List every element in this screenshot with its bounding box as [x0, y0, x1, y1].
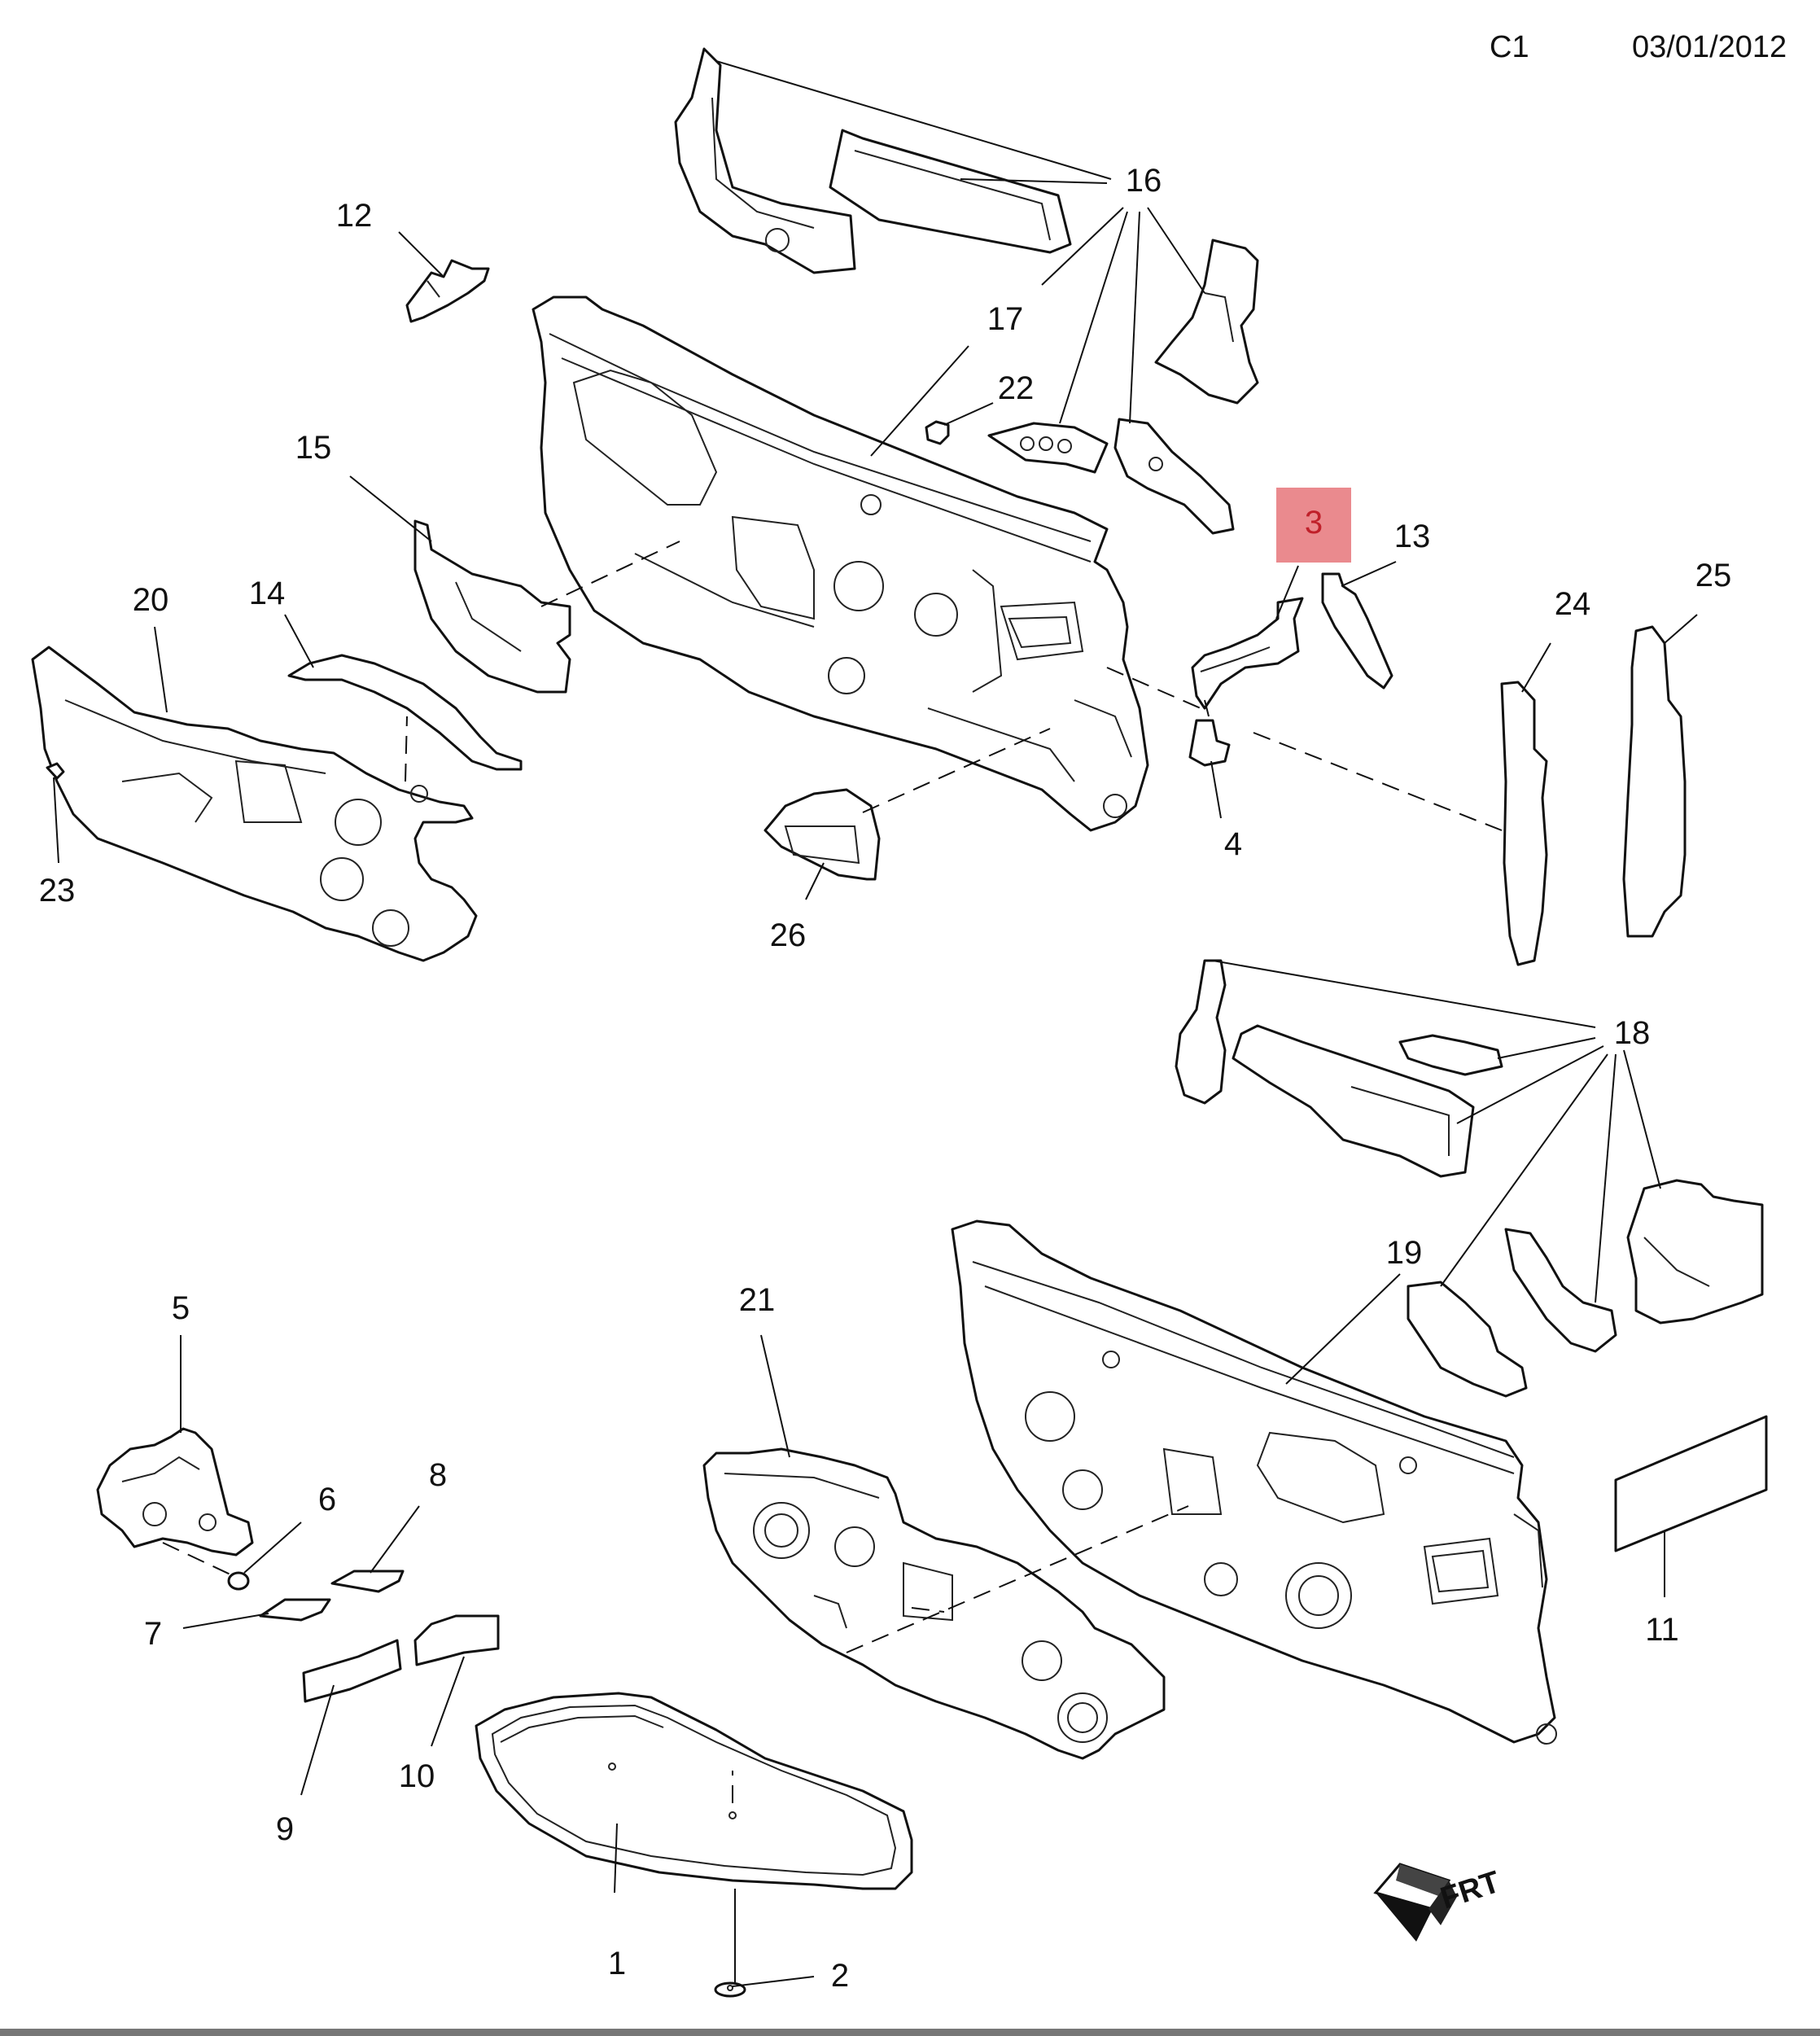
callout-15[interactable]: 15	[295, 430, 332, 466]
part-3-reinforcement[interactable]	[1191, 597, 1304, 710]
part-4-bracket[interactable]	[1188, 719, 1231, 767]
part-15-insulator[interactable]	[413, 519, 571, 694]
callout-1[interactable]: 1	[608, 1946, 626, 1981]
callout-11[interactable]: 11	[1645, 1612, 1679, 1648]
callout-19[interactable]: 19	[1386, 1235, 1423, 1271]
callout-22[interactable]: 22	[998, 370, 1035, 406]
part-23-clip[interactable]	[46, 762, 65, 780]
callout-16[interactable]: 16	[1126, 163, 1162, 199]
callout-12[interactable]: 12	[336, 198, 373, 234]
callout-26[interactable]: 26	[770, 917, 807, 953]
callout-18[interactable]: 18	[1614, 1015, 1651, 1051]
part-17-dash-panel[interactable]	[532, 296, 1149, 832]
part-5-bracket[interactable]	[96, 1427, 254, 1557]
callout-7[interactable]: 7	[144, 1616, 162, 1652]
callout-20[interactable]: 20	[133, 582, 169, 618]
part-16-small-brackets[interactable]	[987, 418, 1235, 535]
part-19-dash-panel[interactable]	[951, 1219, 1557, 1745]
front-arrow-icon	[1373, 1863, 1457, 1942]
leader-lines	[53, 60, 1698, 1987]
front-direction-label: FRT	[1437, 1865, 1504, 1916]
part-25-strip[interactable]	[1622, 625, 1687, 938]
part-12-bracket[interactable]	[405, 259, 490, 323]
part-14-strip[interactable]	[287, 654, 523, 771]
diagram-date: 03/01/2012	[1632, 30, 1787, 64]
callout-9[interactable]: 9	[276, 1811, 294, 1847]
callout-23[interactable]: 23	[39, 873, 76, 909]
part-26-insulator[interactable]	[763, 788, 881, 881]
part-8-pad[interactable]	[330, 1570, 405, 1593]
part-7-pad[interactable]	[259, 1598, 331, 1622]
callout-25[interactable]: 25	[1695, 558, 1732, 593]
part-9-pad[interactable]	[302, 1639, 402, 1703]
part-13-bracket[interactable]	[1321, 572, 1393, 690]
highlight-box	[1276, 488, 1351, 563]
part-11-label[interactable]	[1614, 1415, 1768, 1552]
callout-6[interactable]: 6	[318, 1482, 336, 1517]
callout-5[interactable]: 5	[172, 1290, 190, 1326]
part-6-plug[interactable]	[227, 1571, 250, 1591]
callout-21[interactable]: 21	[739, 1282, 776, 1318]
callout-10[interactable]: 10	[399, 1758, 435, 1794]
callout-24[interactable]: 24	[1555, 586, 1591, 622]
callout-2[interactable]: 2	[831, 1958, 849, 1994]
assembly-dashed-lines	[162, 541, 1503, 1803]
callout-14[interactable]: 14	[249, 576, 286, 611]
callout-17[interactable]: 17	[987, 301, 1024, 337]
callout-13[interactable]: 13	[1394, 519, 1431, 554]
part-21-insulator[interactable]	[702, 1447, 1166, 1760]
part-18-small-brackets[interactable]	[1398, 1034, 1764, 1398]
bottom-rule	[0, 2029, 1820, 2036]
callout-numbers: 1 2 4 5 6 7 8 9 10 11 12 13 14 15 16 17 …	[39, 163, 1732, 1994]
part-24-strip[interactable]	[1500, 681, 1548, 966]
part-22-clip[interactable]	[925, 420, 950, 445]
part-20-insulator[interactable]	[31, 646, 478, 962]
callout-4[interactable]: 4	[1224, 826, 1242, 862]
part-16-right-bracket[interactable]	[1154, 239, 1259, 405]
part-16-upper-panels[interactable]	[674, 47, 1072, 274]
part-18-upper-panels[interactable]	[1175, 959, 1475, 1178]
highlight-callout-3[interactable]: 3	[1305, 505, 1323, 541]
part-1-hood-insulator[interactable]	[475, 1692, 913, 1890]
part-10-pad[interactable]	[413, 1614, 500, 1666]
callout-8[interactable]: 8	[429, 1457, 447, 1493]
diagram-code: C1	[1490, 30, 1529, 64]
